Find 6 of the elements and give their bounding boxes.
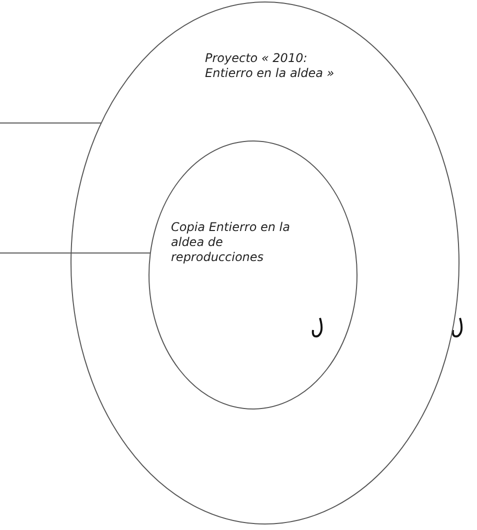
outer-ellipse [70, 1, 460, 525]
leader-line [0, 252, 151, 254]
ellipse-label: Proyecto « 2010: Entierro en la aldea » [205, 51, 336, 81]
ellipse-label: Copia Entierro en la aldea de reproducciones [171, 220, 291, 265]
leader-line [0, 122, 102, 124]
inner-ellipse [148, 140, 358, 410]
